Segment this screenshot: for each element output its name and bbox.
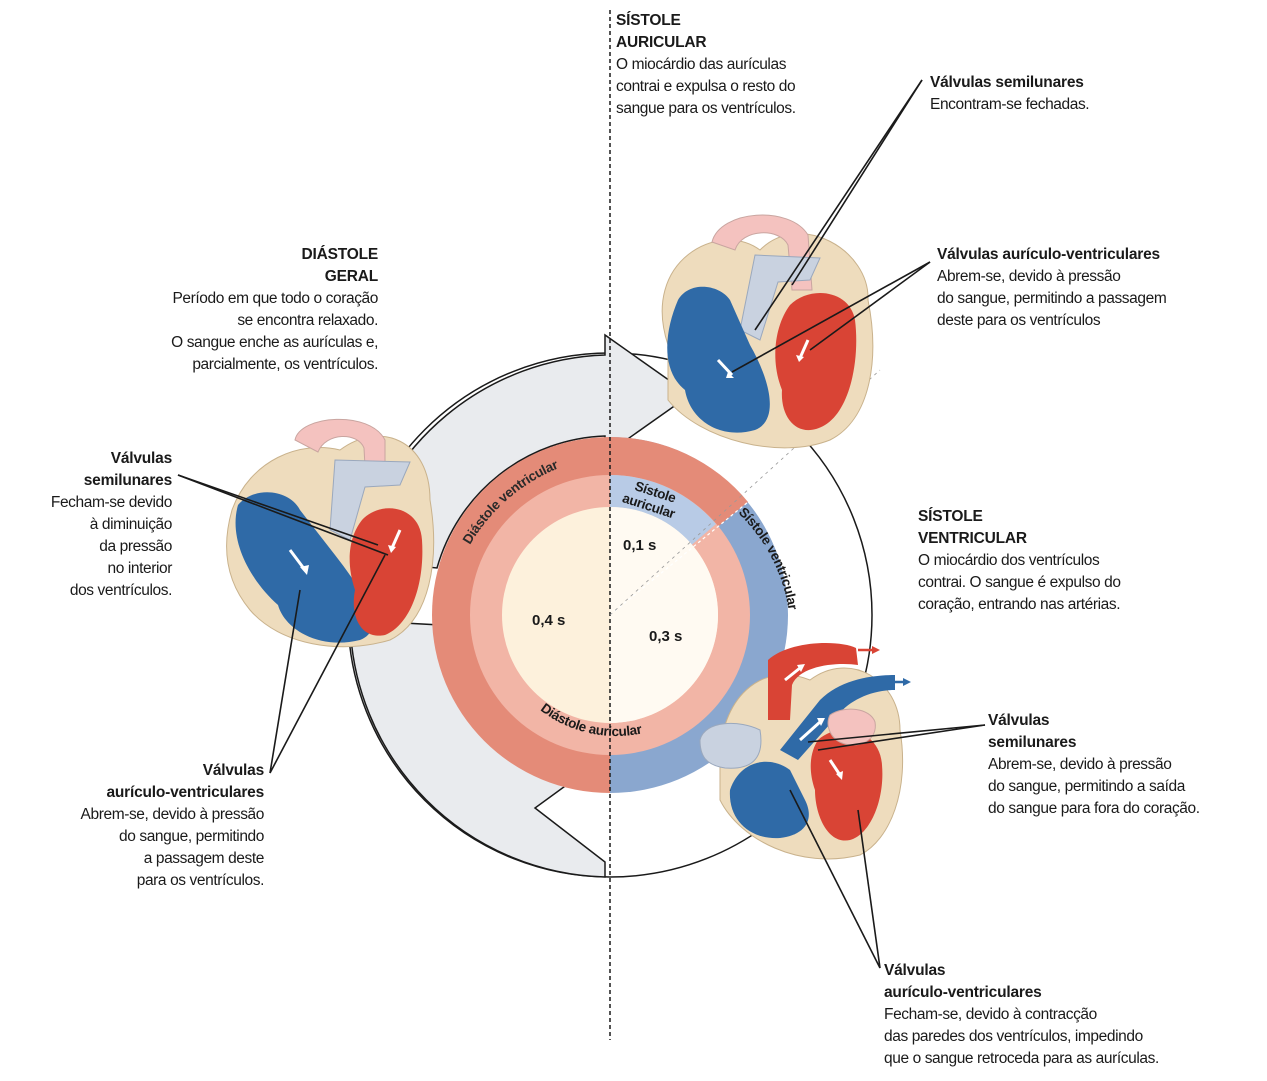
top-av-label: Válvulas aurículo-ventriculares Abrem-se… xyxy=(937,244,1257,332)
left-semilunar-title-2: semilunares xyxy=(0,470,172,492)
left-av-desc-1: Abrem-se, devido à pressão xyxy=(0,804,264,826)
time-diastole: 0,4 s xyxy=(532,612,565,629)
general-diastole-desc-2: se encontra relaxado. xyxy=(60,310,378,332)
left-av-label: Válvulas aurículo-ventriculares Abrem-se… xyxy=(0,760,264,892)
ventricular-systole-desc-2: contrai. O sangue é expulso do xyxy=(918,572,1238,594)
general-diastole-desc-3: O sangue enche as aurículas e, xyxy=(60,332,378,354)
left-semilunar-desc-1: Fecham-se devido xyxy=(0,492,172,514)
time-atrial-systole: 0,1 s xyxy=(623,537,656,554)
general-diastole-title-2: GERAL xyxy=(60,266,378,288)
left-semilunar-desc-3: da pressão xyxy=(0,536,172,558)
left-av-title-1: Válvulas xyxy=(0,760,264,782)
left-av-title-2: aurículo-ventriculares xyxy=(0,782,264,804)
left-av-desc-3: a passagem deste xyxy=(0,848,264,870)
top-semilunar-desc: Encontram-se fechadas. xyxy=(930,94,1230,116)
left-av-desc-2: do sangue, permitindo xyxy=(0,826,264,848)
bottom-av-desc-2: das paredes dos ventrículos, impedindo xyxy=(884,1026,1264,1048)
right-semilunar-label: Válvulas semilunares Abrem-se, devido à … xyxy=(988,710,1267,820)
right-semilunar-desc-2: do sangue, permitindo a saída xyxy=(988,776,1267,798)
top-av-desc-2: do sangue, permitindo a passagem xyxy=(937,288,1257,310)
ventricular-systole-block: SÍSTOLE VENTRICULAR O miocárdio dos vent… xyxy=(918,506,1238,616)
left-semilunar-title-1: Válvulas xyxy=(0,448,172,470)
atrial-systole-title-1: SÍSTOLE xyxy=(616,10,876,32)
general-diastole-desc-4: parcialmente, os ventrículos. xyxy=(60,354,378,376)
right-semilunar-desc-3: do sangue para fora do coração. xyxy=(988,798,1267,820)
left-av-desc-4: para os ventrículos. xyxy=(0,870,264,892)
right-semilunar-title-2: semilunares xyxy=(988,732,1267,754)
atrial-systole-title-2: AURICULAR xyxy=(616,32,876,54)
bottom-av-desc-1: Fecham-se, devido à contracção xyxy=(884,1004,1264,1026)
top-av-desc-3: deste para os ventrículos xyxy=(937,310,1257,332)
atrial-systole-desc-1: O miocárdio das aurículas xyxy=(616,54,876,76)
bottom-av-title-1: Válvulas xyxy=(884,960,1264,982)
right-semilunar-title-1: Válvulas xyxy=(988,710,1267,732)
top-av-desc-1: Abrem-se, devido à pressão xyxy=(937,266,1257,288)
ventricular-systole-title-2: VENTRICULAR xyxy=(918,528,1238,550)
atrial-systole-block: SÍSTOLE AURICULAR O miocárdio das aurícu… xyxy=(616,10,876,120)
atrial-systole-desc-2: contrai e expulsa o resto do xyxy=(616,76,876,98)
ventricular-systole-desc-1: O miocárdio dos ventrículos xyxy=(918,550,1238,572)
top-semilunar-title: Válvulas semilunares xyxy=(930,72,1230,94)
ventricular-systole-desc-3: coração, entrando nas artérias. xyxy=(918,594,1238,616)
bottom-av-title-2: aurículo-ventriculares xyxy=(884,982,1264,1004)
left-semilunar-desc-2: à diminuição xyxy=(0,514,172,536)
top-semilunar-label: Válvulas semilunares Encontram-se fechad… xyxy=(930,72,1230,116)
bottom-av-desc-3: que o sangue retroceda para as aurículas… xyxy=(884,1048,1264,1070)
left-semilunar-desc-5: dos ventrículos. xyxy=(0,580,172,602)
left-semilunar-label: Válvulas semilunares Fecham-se devido à … xyxy=(0,448,172,602)
general-diastole-title-1: DIÁSTOLE xyxy=(60,244,378,266)
heart-atrial-systole xyxy=(662,215,873,448)
ventricular-systole-title-1: SÍSTOLE xyxy=(918,506,1238,528)
general-diastole-block: DIÁSTOLE GERAL Período em que todo o cor… xyxy=(60,244,378,376)
time-ventricular-systole: 0,3 s xyxy=(649,628,682,645)
left-semilunar-desc-4: no interior xyxy=(0,558,172,580)
top-av-title: Válvulas aurículo-ventriculares xyxy=(937,244,1257,266)
general-diastole-desc-1: Período em que todo o coração xyxy=(60,288,378,310)
bottom-av-label: Válvulas aurículo-ventriculares Fecham-s… xyxy=(884,960,1264,1070)
right-semilunar-desc-1: Abrem-se, devido à pressão xyxy=(988,754,1267,776)
atrial-systole-desc-3: sangue para os ventrículos. xyxy=(616,98,876,120)
